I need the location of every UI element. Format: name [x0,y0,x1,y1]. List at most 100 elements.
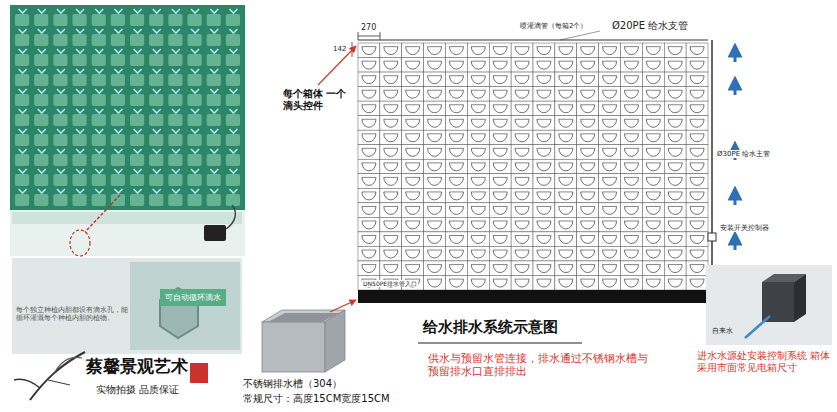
planter-box [446,188,468,203]
tray-edge [12,212,242,224]
planter-box [621,246,643,261]
planter-box [380,116,402,131]
planter-box [599,261,621,276]
planter-box [424,188,446,203]
planter-cell [53,89,67,106]
planter-cell [188,129,202,146]
planter-cell [188,109,202,126]
planter-box [664,58,686,73]
planter-box [555,232,577,247]
planter-box [664,232,686,247]
planter-box [446,72,468,87]
planter-box [664,43,686,58]
note: 进水水源处安装控制系统 箱体采用市面常见电箱尺寸 [697,350,833,374]
planter-box [577,101,599,116]
pipe-label: 喷灌滴管（每箱2个） [520,22,587,30]
planter-box [555,159,577,174]
planter-box [511,246,533,261]
planter-box [664,72,686,87]
planter-box [577,72,599,87]
planter-box [358,188,380,203]
planter-cell [168,129,182,146]
planter-box [358,130,380,145]
planter-box [424,174,446,189]
planter-cell [53,49,67,66]
planter-box [577,43,599,58]
diagram-title: 给水排水系统示意图 [423,318,558,336]
planter-cell [226,69,240,86]
planter-box [402,116,424,131]
planter-box [446,261,468,276]
planter-box [533,174,555,189]
planter-cell [73,69,87,86]
planter-box [599,87,621,102]
planter-box [533,203,555,218]
planter-box [424,261,446,276]
feature-badge: 可自动循环滴水 [160,289,226,306]
planter-cell [188,9,202,26]
pipe-label: DN50PE排水管入口 [362,280,418,287]
planter-cell [34,129,48,146]
planter-cell [130,29,144,46]
planter-box [380,159,402,174]
title-underline [418,342,582,343]
planter-box [489,159,511,174]
planter-box [424,43,446,58]
planter-box [555,203,577,218]
planter-cell [73,109,87,126]
device-label: 安装开关控制器 [719,224,770,232]
planter-box [686,203,708,218]
planter-box [621,58,643,73]
planter-box [599,72,621,87]
planter-box [380,145,402,160]
planter-cell [53,169,67,186]
planter-box [642,275,664,290]
planter-box [577,116,599,131]
planter-box [446,87,468,102]
planter-cell [111,49,125,66]
planter-box [402,246,424,261]
planter-box [467,261,489,276]
planter-cell [92,169,106,186]
planter-box [533,159,555,174]
planter-cell [15,189,29,206]
planter-box [664,217,686,232]
planter-box [686,159,708,174]
source-label: 自来水 [712,327,733,335]
planter-cell [149,29,163,46]
planter-box [424,246,446,261]
planter-box [424,203,446,218]
planter-box [642,217,664,232]
planter-box [446,246,468,261]
planter-box [599,159,621,174]
planter-box [599,246,621,261]
planter-box [555,72,577,87]
planter-box [621,261,643,276]
planter-box [555,261,577,276]
planter-box [467,145,489,160]
planter-cell [130,49,144,66]
planter-cell [34,109,48,126]
planter-box [511,58,533,73]
planter-cell [226,109,240,126]
planter-box [489,145,511,160]
planter-box [380,130,402,145]
planter-cell [53,29,67,46]
planter-cell [226,189,240,206]
planter-box [489,72,511,87]
planter-cell [226,49,240,66]
planter-box [642,87,664,102]
planter-box [402,145,424,160]
planter-box [599,130,621,145]
planter-box [533,72,555,87]
planter-box [577,246,599,261]
planter-box [686,232,708,247]
planter-box [642,130,664,145]
planter-cell [149,109,163,126]
planter-box [555,174,577,189]
planter-cell [168,29,182,46]
planter-cell [168,109,182,126]
planter-box [577,159,599,174]
planter-box [424,232,446,247]
planter-cell [92,189,106,206]
